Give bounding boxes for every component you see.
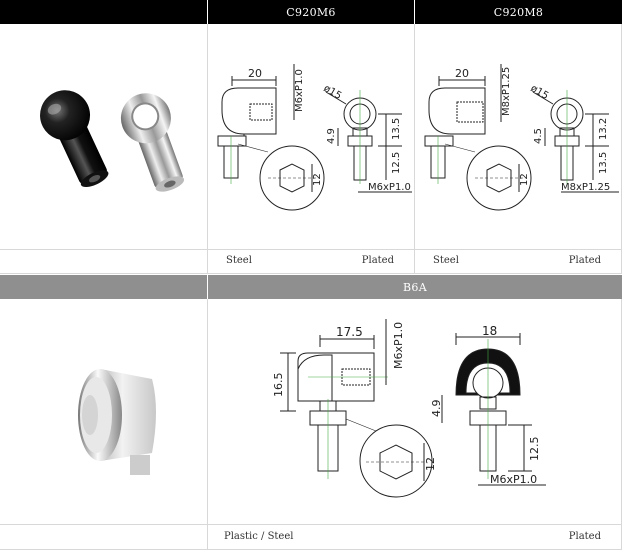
- dim-a-b6a: 4.9: [430, 400, 443, 418]
- material-cell-b6a: Plastic / Steel Plated: [208, 525, 622, 550]
- dim-thread-b6a: M6xP1.0: [392, 322, 405, 369]
- dim-bottom-thread-b6a: M6xP1.0: [490, 473, 537, 486]
- drawing-cell-c920m8: 20 M8xP1.25 12 ø15 13.2 13.5 4.5 M8xP1.: [415, 24, 622, 250]
- header-blank: [0, 0, 207, 24]
- dim-c-b6a: 12.5: [528, 437, 541, 462]
- dim-width-b6a: 18: [482, 324, 497, 338]
- header-blank-2: [0, 275, 207, 299]
- dim-hex-c920m8: 12: [519, 173, 530, 186]
- dim-bottom-thread-c920m6: M6xP1.0: [368, 182, 411, 193]
- dim-thread-c920m8: M8xP1.25: [501, 67, 512, 116]
- dim-c-c920m6: 12.5: [391, 152, 402, 174]
- drawing-c920m8: 20 M8xP1.25 12 ø15 13.2 13.5 4.5 M8xP1.: [424, 64, 619, 211]
- dim-length-b6a: 17.5: [336, 325, 363, 339]
- dim-c-c920m8: 13.5: [598, 152, 609, 174]
- dim-ball-c920m8: ø15: [529, 83, 551, 102]
- material-cell-c920m8: Steel Plated: [415, 250, 622, 274]
- header-c920m6: C920M6: [208, 0, 414, 24]
- header-c920m8: C920M8: [415, 0, 622, 24]
- dim-length-c920m8: 20: [455, 67, 469, 80]
- dim-ball-c920m6: ø15: [322, 83, 344, 102]
- dim-a-c920m8: 4.5: [533, 128, 544, 144]
- drawing-cell-c920m6: 20 M6xP1.0 12 ø15 13.5 12.5 4.9: [208, 24, 415, 250]
- product-photo-b6a: [78, 369, 156, 475]
- product-photo-c920: [40, 90, 185, 192]
- photo-cell-b6a: [0, 299, 208, 525]
- finish-c920m6: Plated: [361, 255, 394, 266]
- drawing-c920m6: 20 M6xP1.0 12 ø15 13.5 12.5 4.9: [217, 64, 412, 211]
- material-b6a: Plastic / Steel: [224, 531, 294, 542]
- dim-height-b6a: 16.5: [272, 373, 285, 398]
- finish-b6a: Plated: [568, 531, 601, 542]
- dim-bottom-thread-c920m8: M8xP1.25: [561, 182, 610, 193]
- material-c920m8: Steel: [433, 255, 459, 266]
- drawing-cell-b6a: 17.5 M6xP1.0 16.5 12 18 4.9: [208, 299, 622, 525]
- dim-a-c920m6: 4.9: [326, 128, 337, 144]
- material-blank-1: [0, 250, 208, 274]
- dim-hex-b6a: 12: [424, 457, 437, 471]
- dim-b-c920m6: 13.5: [391, 118, 402, 140]
- dim-thread-c920m6: M6xP1.0: [294, 69, 305, 112]
- dim-hex-c920m6: 12: [312, 173, 323, 186]
- dim-b-c920m8: 13.2: [598, 118, 609, 140]
- header-b6a: B6A: [208, 275, 622, 299]
- material-cell-c920m6: Steel Plated: [208, 250, 415, 274]
- photo-cell-c920: [0, 24, 208, 250]
- drawing-b6a: 17.5 M6xP1.0 16.5 12 18 4.9: [272, 319, 546, 498]
- material-c920m6: Steel: [226, 255, 252, 266]
- dim-length-c920m6: 20: [248, 67, 262, 80]
- material-blank-2: [0, 525, 208, 550]
- finish-c920m8: Plated: [568, 255, 601, 266]
